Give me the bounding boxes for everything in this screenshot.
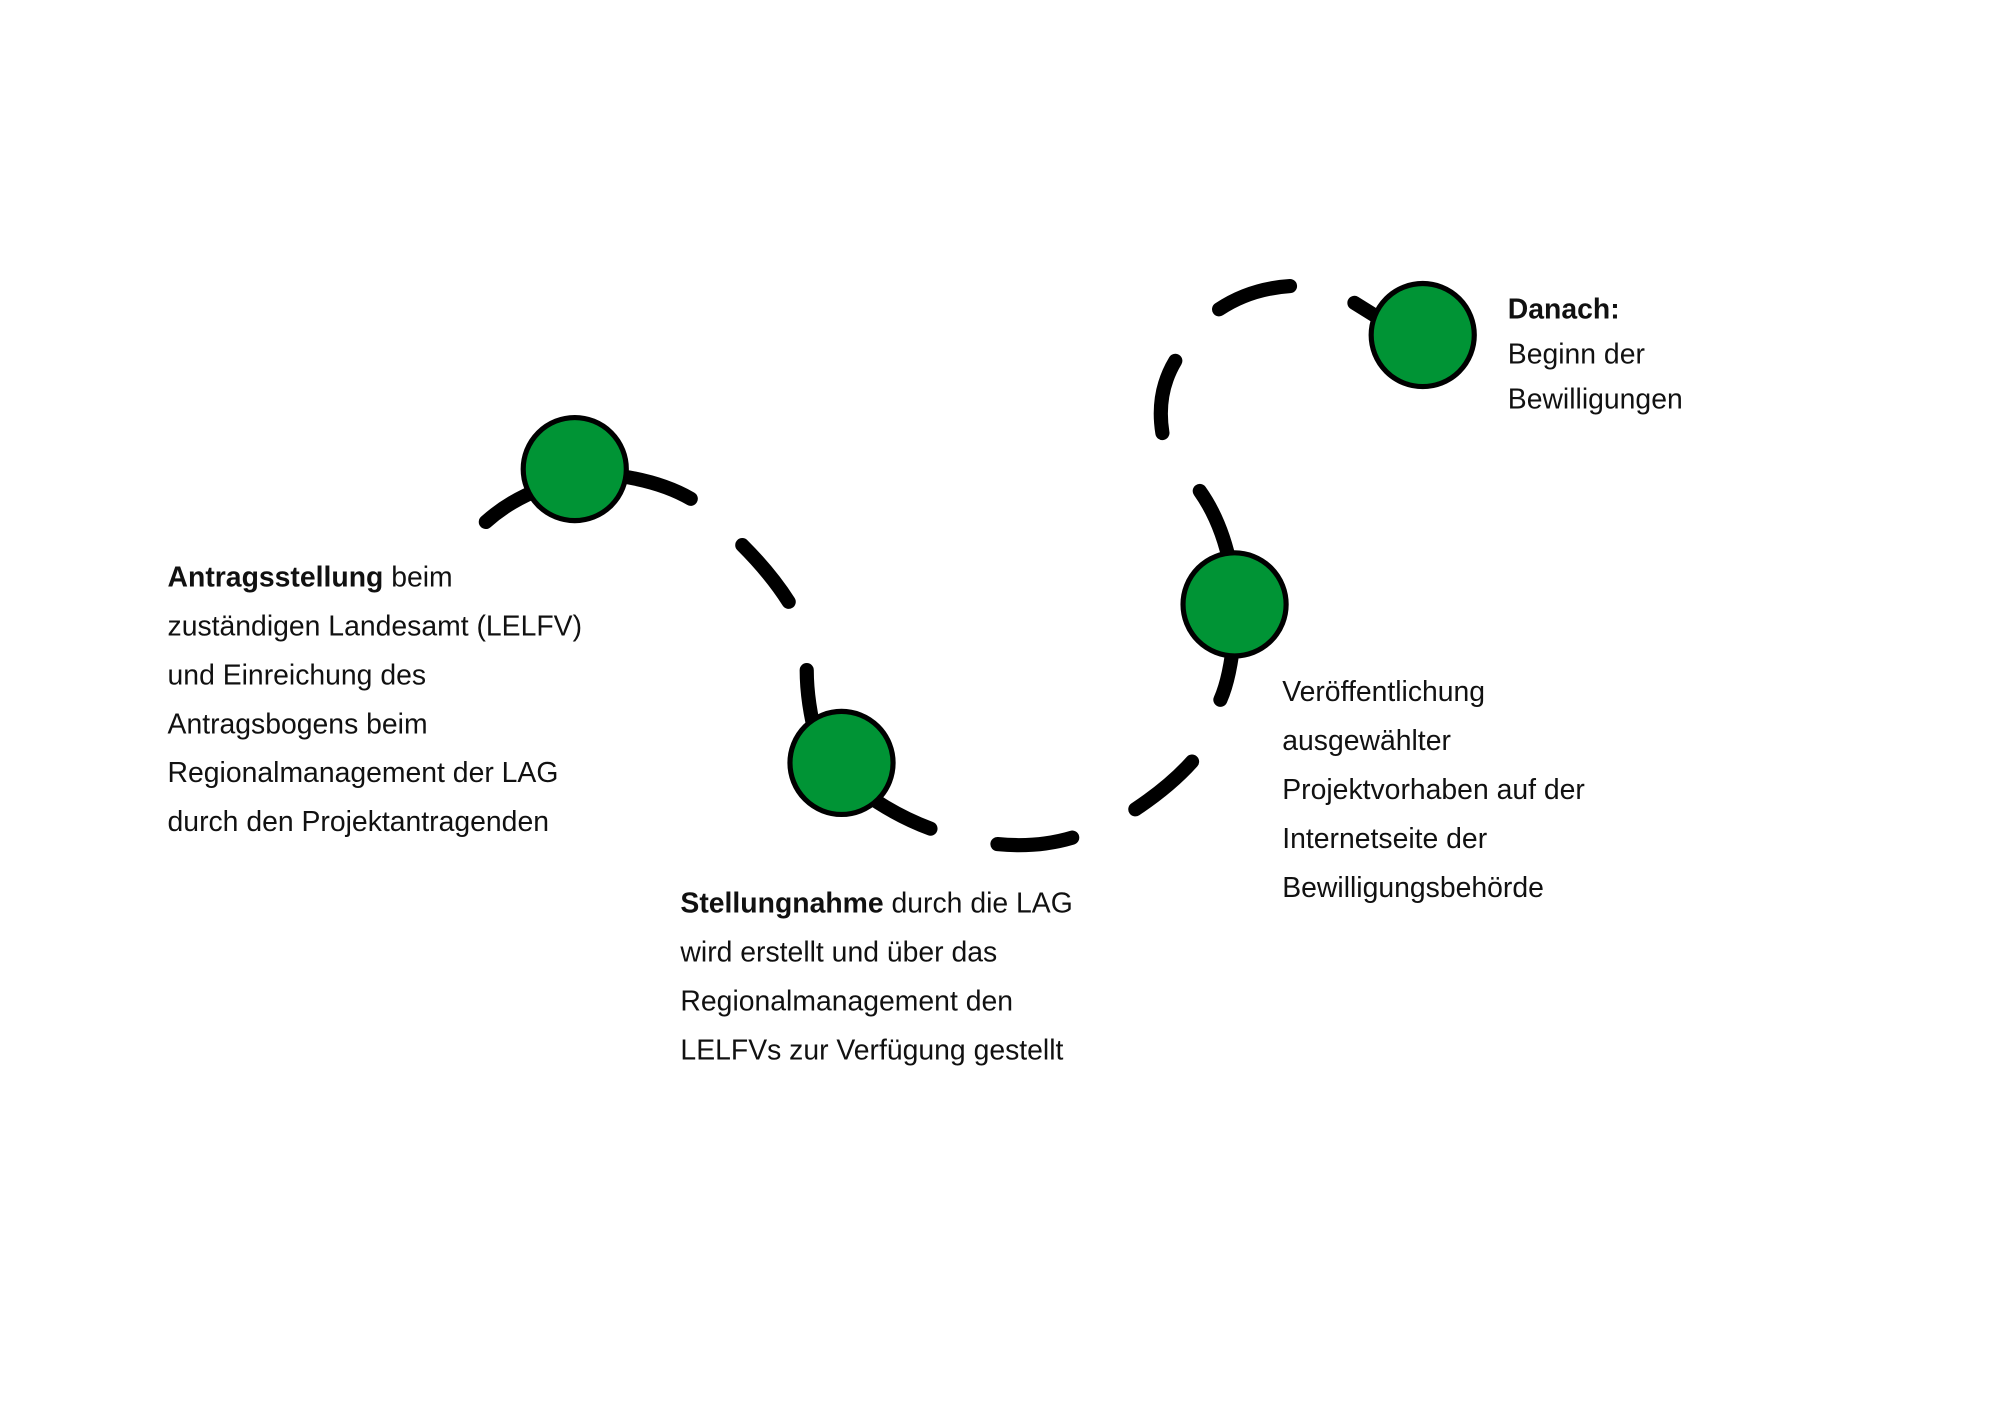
text-line: und Einreichung des	[167, 658, 427, 691]
path-dash	[1128, 754, 1200, 817]
text-line: beim	[383, 560, 453, 593]
text-line: Regionalmanagement der LAG	[167, 756, 559, 789]
step-node-2	[787, 708, 896, 818]
text-line: ausgewählter	[1282, 724, 1451, 757]
step-2-title: Stellungnahme	[680, 886, 884, 919]
text-line: Projektvorhaben auf der	[1282, 773, 1585, 806]
step-node-3	[1180, 550, 1289, 659]
step-4-title: Danach:	[1507, 292, 1620, 325]
text-line: Beginn der	[1507, 337, 1645, 370]
step-3-text: Veröffentlichung ausgewählter Projektvor…	[1282, 668, 1585, 913]
text-line: Antragsbogens beim	[167, 707, 428, 740]
step-4-text: Danach: Beginn der Bewilligungen	[1508, 286, 1683, 421]
path-dash	[735, 538, 796, 609]
step-1-title: Antragsstellung	[167, 560, 384, 593]
text-line: Bewilligungsbehörde	[1282, 871, 1544, 904]
text-line: durch den Projektantragenden	[167, 805, 549, 838]
text-line: Internetseite der	[1282, 822, 1488, 855]
text-line: Bewilligungen	[1507, 382, 1683, 415]
path-dash	[1153, 353, 1183, 441]
text-line: wird erstellt und über das	[680, 935, 998, 968]
step-node-1	[520, 414, 629, 524]
path-dash	[1212, 279, 1298, 317]
step-2-text: Stellungnahme durch die LAG wird erstell…	[680, 879, 1072, 1075]
text-line: LELFVs zur Verfügung gestellt	[680, 1033, 1064, 1066]
text-line: Regionalmanagement den	[680, 984, 1014, 1017]
text-line: zuständigen Landesamt (LELFV)	[167, 609, 583, 642]
text-line: durch die LAG	[883, 886, 1073, 919]
text-line: Veröffentlichung	[1282, 675, 1486, 708]
step-node-4	[1368, 280, 1477, 390]
path-dash	[990, 830, 1080, 853]
step-1-text: Antragsstellung beim zuständigen Landesa…	[168, 553, 582, 847]
